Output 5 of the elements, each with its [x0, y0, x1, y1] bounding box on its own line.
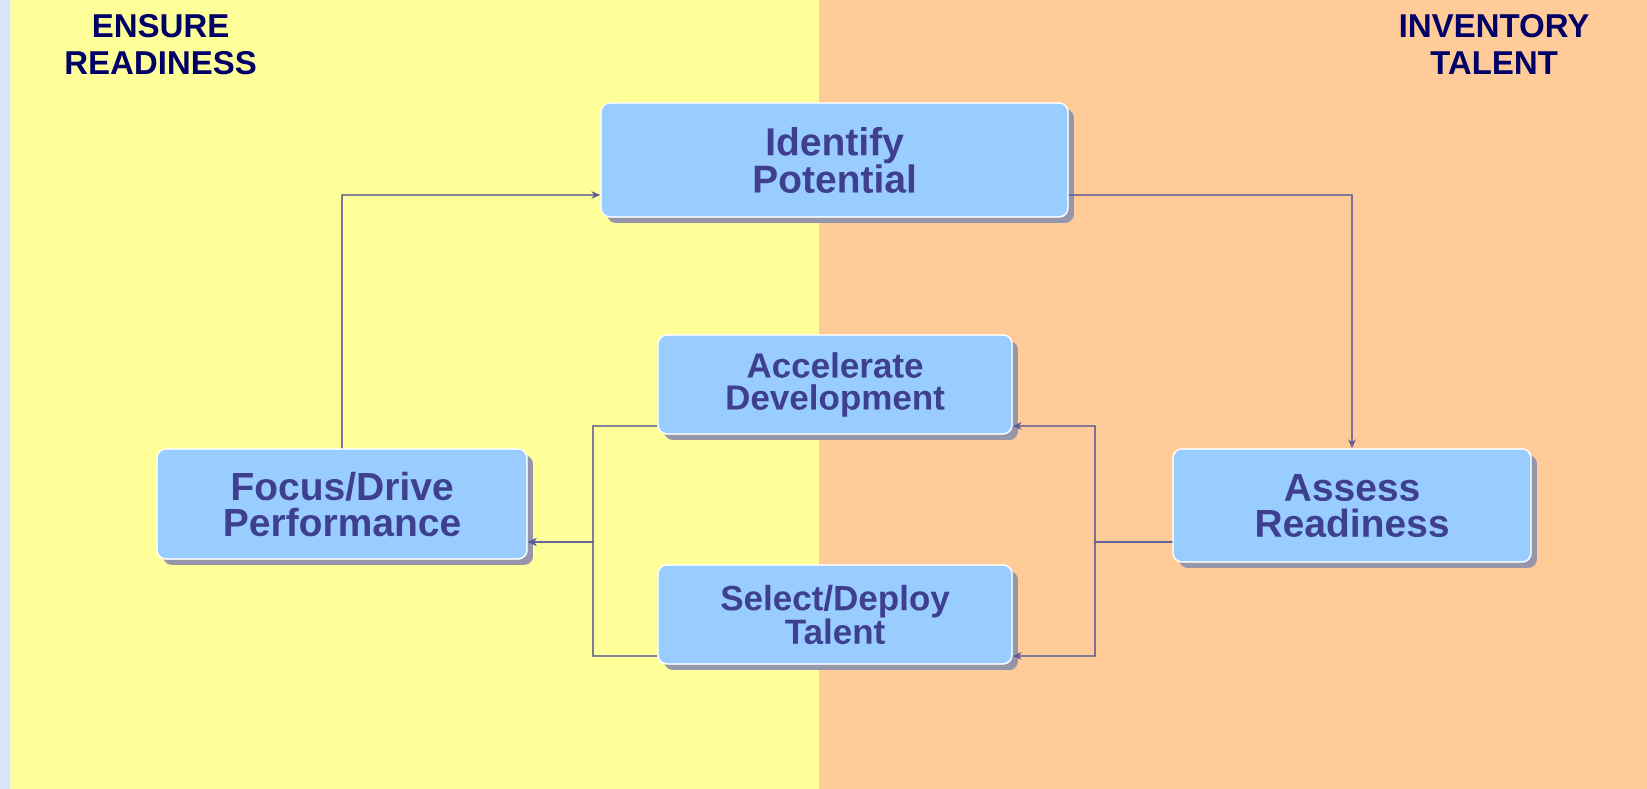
- process-box: Accelerate Development: [657, 334, 1018, 440]
- process-box: Identify Potential: [600, 102, 1074, 223]
- process-box: Select/Deploy Talent: [657, 564, 1018, 670]
- process-box: Focus/Drive Performance: [156, 448, 533, 565]
- process-box: Assess Readiness: [1172, 448, 1537, 568]
